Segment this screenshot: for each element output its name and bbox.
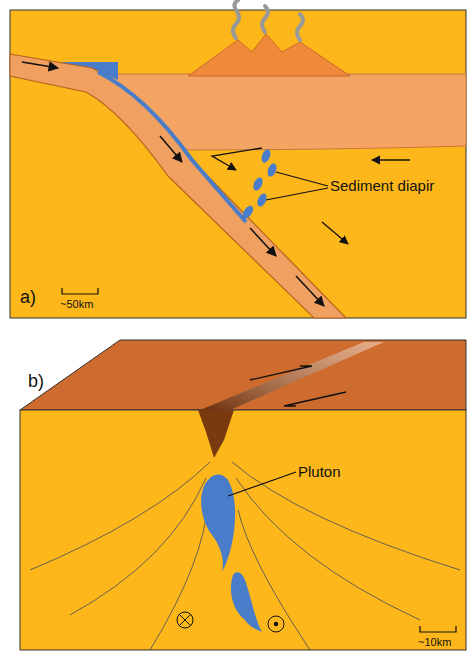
foliation-lines <box>30 462 460 650</box>
pluton <box>231 572 262 632</box>
mantle <box>10 10 466 318</box>
flow-arrow <box>322 222 348 244</box>
smoke <box>297 14 303 40</box>
flow-arrow <box>372 159 410 160</box>
plate-motion-arrow <box>296 276 324 306</box>
into-page-symbol <box>177 612 193 628</box>
slip-arrow <box>284 392 346 406</box>
leader-line <box>276 172 328 186</box>
callout-label: Pluton <box>298 464 341 481</box>
smoke <box>233 0 239 38</box>
callout-label: Sediment diapir <box>330 178 434 195</box>
subduction-panel <box>10 0 466 318</box>
leader-line <box>228 472 296 496</box>
strike-slip-panel <box>20 340 466 650</box>
diapirs <box>241 148 278 220</box>
block-top <box>20 340 466 410</box>
volcano <box>188 34 350 76</box>
fault-notch <box>198 410 234 458</box>
plate-motion-arrow <box>22 62 58 68</box>
out-of-page-symbol <box>268 616 284 632</box>
block-front <box>20 410 466 650</box>
smoke <box>262 6 268 32</box>
plate-motion-arrow <box>160 136 182 162</box>
fault-trace <box>200 342 384 410</box>
sediment-layer <box>98 72 246 222</box>
slip-arrow <box>250 366 312 380</box>
pluton <box>201 475 235 573</box>
leader-line <box>266 188 328 200</box>
subducting-slab <box>10 54 346 318</box>
plate-motion-arrow <box>250 228 276 256</box>
scale-label: ~50km <box>60 298 93 310</box>
panel-letter: a) <box>20 288 36 308</box>
scale-bar <box>62 288 98 294</box>
scale-label: ~10km <box>418 636 451 648</box>
panel-letter: b) <box>28 372 44 392</box>
flow-arrow <box>212 148 262 170</box>
scale-bar <box>420 626 456 632</box>
